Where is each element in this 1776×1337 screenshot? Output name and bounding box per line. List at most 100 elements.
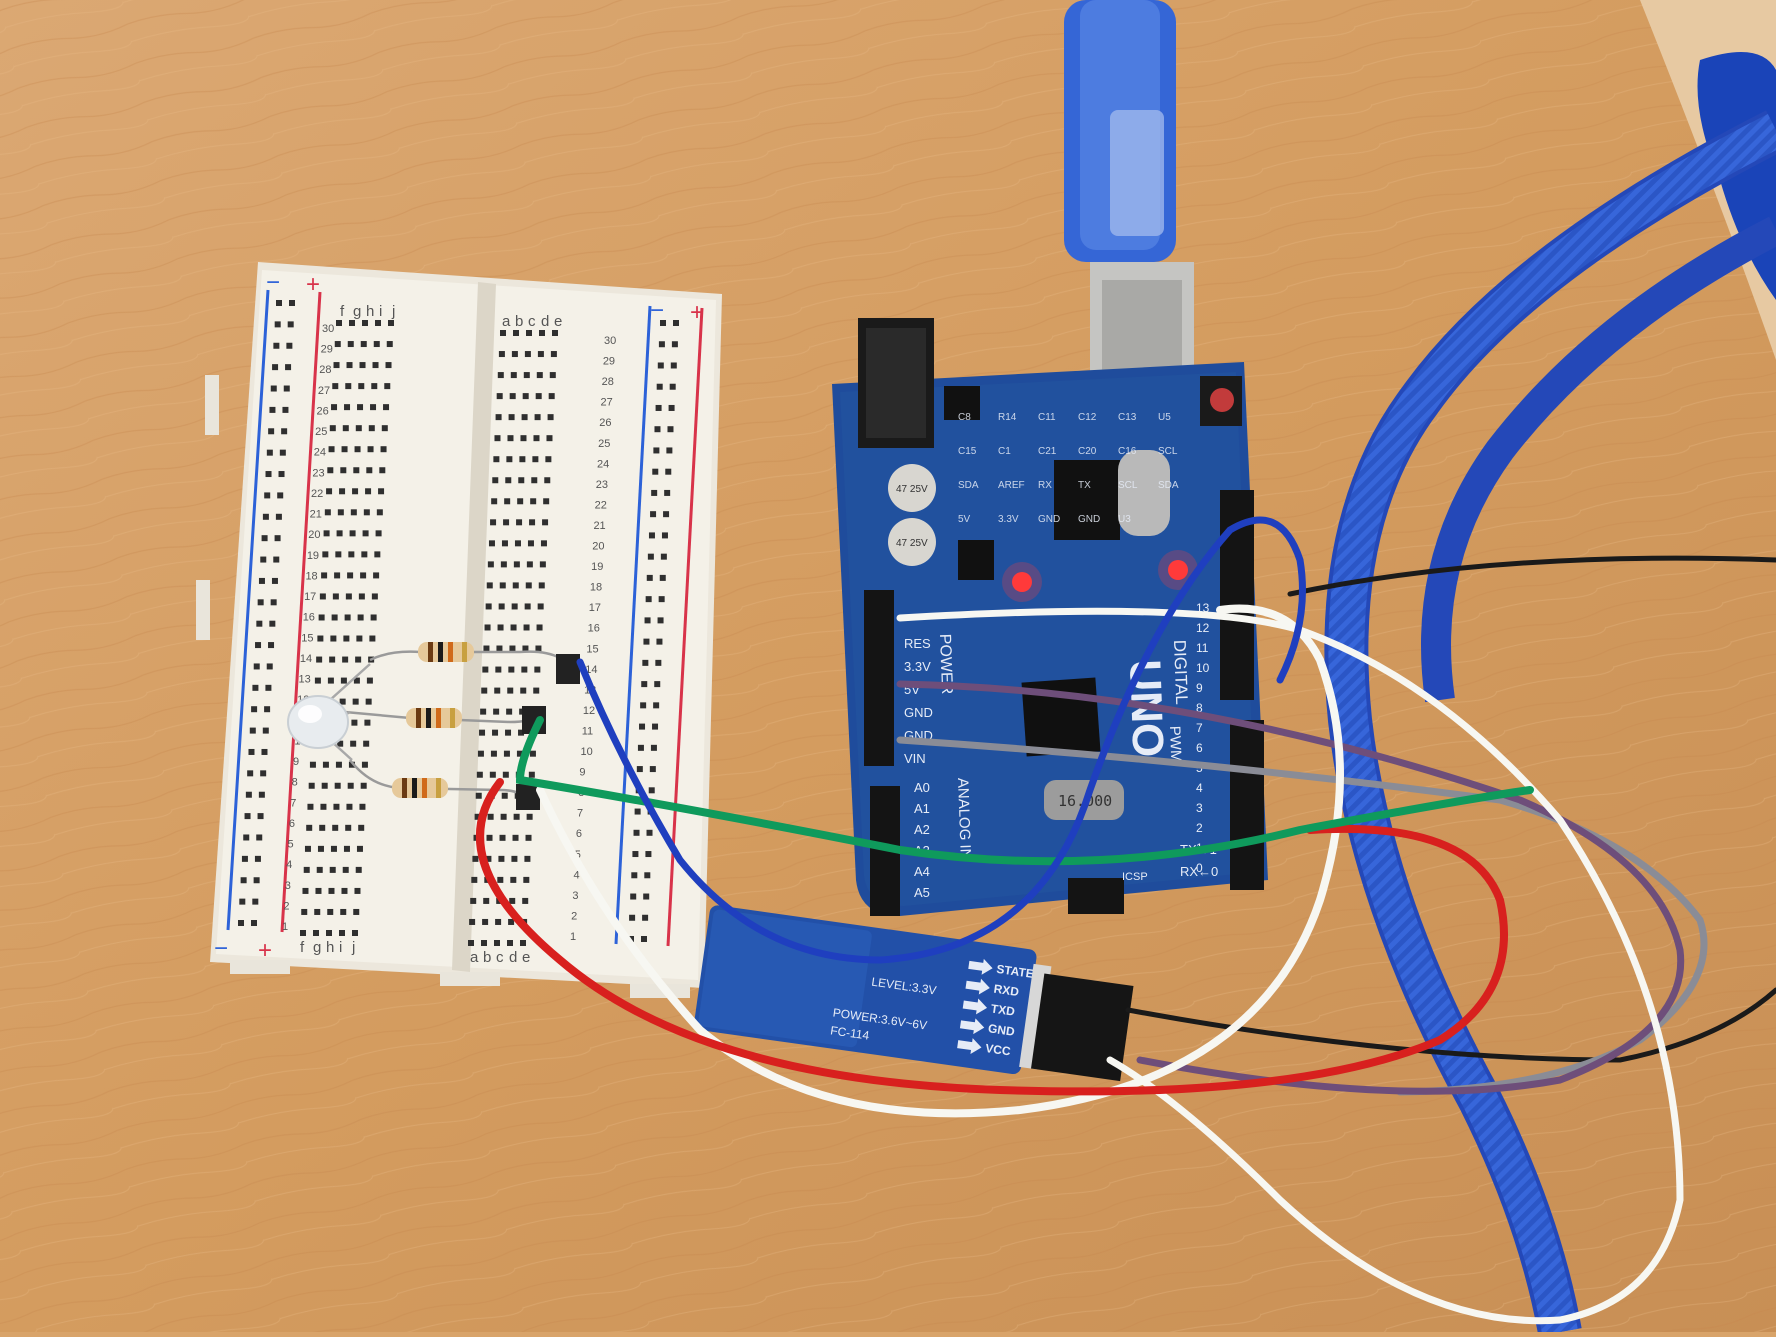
row-number: 2	[571, 910, 577, 922]
breadboard-hole	[502, 793, 508, 799]
breadboard-hole	[500, 330, 506, 336]
breadboard-hole	[343, 867, 349, 873]
row-number: 26	[599, 417, 611, 429]
rail-hole	[661, 554, 667, 560]
column-label: j	[351, 939, 355, 956]
row-number: 18	[305, 570, 317, 582]
breadboard-hole	[376, 530, 382, 536]
column-label: d	[509, 949, 517, 966]
silk-label: SDA	[958, 480, 979, 491]
silk-label: SDA	[1158, 480, 1179, 491]
breadboard-hole	[520, 940, 526, 946]
rail-plus-label-tr: +	[690, 299, 704, 326]
breadboard-hole	[381, 446, 387, 452]
rail-hole	[272, 578, 278, 584]
digital-header-bottom	[1230, 720, 1264, 890]
rail-hole	[671, 362, 677, 368]
breadboard-hole	[384, 383, 390, 389]
rail-hole	[672, 341, 678, 347]
breadboard-hole	[511, 372, 517, 378]
breadboard-hole	[539, 582, 545, 588]
small-ic	[958, 540, 994, 580]
breadboard-hole	[548, 414, 554, 420]
breadboard-hole	[476, 793, 482, 799]
usb-plug-grip	[1110, 110, 1164, 236]
breadboard-hole	[526, 582, 532, 588]
row-number: 20	[308, 529, 320, 541]
breadboard-hole	[524, 856, 530, 862]
capacitor-1-label: 47 25V	[896, 484, 928, 495]
breadboard-hole	[509, 646, 515, 652]
breadboard-hole	[539, 330, 545, 336]
breadboard-hole	[344, 404, 350, 410]
breadboard-hole	[486, 603, 492, 609]
breadboard-hole	[538, 603, 544, 609]
rail-hole	[266, 471, 272, 477]
rail-hole	[280, 450, 286, 456]
rail-hole	[259, 792, 265, 798]
analog-pin-label: A0	[914, 780, 930, 795]
breadboard-hole	[469, 919, 475, 925]
row-number: 22	[311, 488, 323, 500]
breadboard-hole	[495, 667, 501, 673]
breadboard-hole	[326, 930, 332, 936]
breadboard-hole	[361, 783, 367, 789]
breadboard-hole	[317, 636, 323, 642]
row-number: 5	[288, 839, 294, 851]
breadboard-hole	[493, 709, 499, 715]
breadboard-hole	[373, 572, 379, 578]
row-number: 27	[318, 385, 330, 397]
breadboard-hole	[549, 393, 555, 399]
breadboard-hole	[371, 383, 377, 389]
breadboard-hole	[343, 425, 349, 431]
icsp-label: ICSP	[1122, 871, 1148, 883]
analog-pin-label: A1	[914, 801, 930, 816]
silk-label: C12	[1078, 412, 1097, 423]
breadboard-hole	[485, 624, 491, 630]
breadboard-hole	[535, 414, 541, 420]
breadboard-hole	[373, 362, 379, 368]
breadboard-hole	[481, 688, 487, 694]
breadboard-hole	[347, 572, 353, 578]
breadboard-hole	[332, 614, 338, 620]
breadboard-hole	[318, 846, 324, 852]
breadboard-hole	[513, 330, 519, 336]
breadboard-hole	[388, 320, 394, 326]
breadboard-hole	[537, 624, 543, 630]
breadboard-hole	[353, 699, 359, 705]
breadboard-hole	[341, 678, 347, 684]
rail-hole	[255, 856, 261, 862]
analog-pin-label: A2	[914, 822, 930, 837]
rail-hole	[269, 621, 275, 627]
breadboard-hole	[377, 509, 383, 515]
row-number: 9	[579, 767, 585, 779]
row-number: 10	[581, 746, 593, 758]
breadboard-hole	[527, 561, 533, 567]
usb-serial-chip	[1054, 460, 1120, 540]
column-label: e	[522, 949, 530, 966]
breadboard-hole	[514, 561, 520, 567]
rail-hole	[651, 745, 657, 751]
breadboard-hole	[490, 772, 496, 778]
breadboard-hole	[352, 488, 358, 494]
silk-label: C11	[1038, 412, 1056, 423]
row-number: 7	[577, 808, 583, 820]
icsp-header	[1068, 878, 1124, 914]
breadboard-hole	[491, 498, 497, 504]
rail-hole	[646, 596, 652, 602]
breadboard-hole	[525, 351, 531, 357]
breadboard-hole	[322, 783, 328, 789]
breadboard-hole	[345, 614, 351, 620]
rail-hole	[271, 599, 277, 605]
rail-hole	[264, 492, 270, 498]
breadboard-hole	[356, 636, 362, 642]
breadboard-hole	[341, 888, 347, 894]
analog-label: ANALOG IN	[954, 778, 974, 860]
breadboard-hole	[481, 940, 487, 946]
breadboard-hole	[488, 814, 494, 820]
rail-hole	[647, 830, 653, 836]
breadboard-hole	[525, 603, 531, 609]
breadboard-hole	[538, 351, 544, 357]
rail-hole	[282, 407, 288, 413]
silk-label: C8	[958, 412, 971, 423]
